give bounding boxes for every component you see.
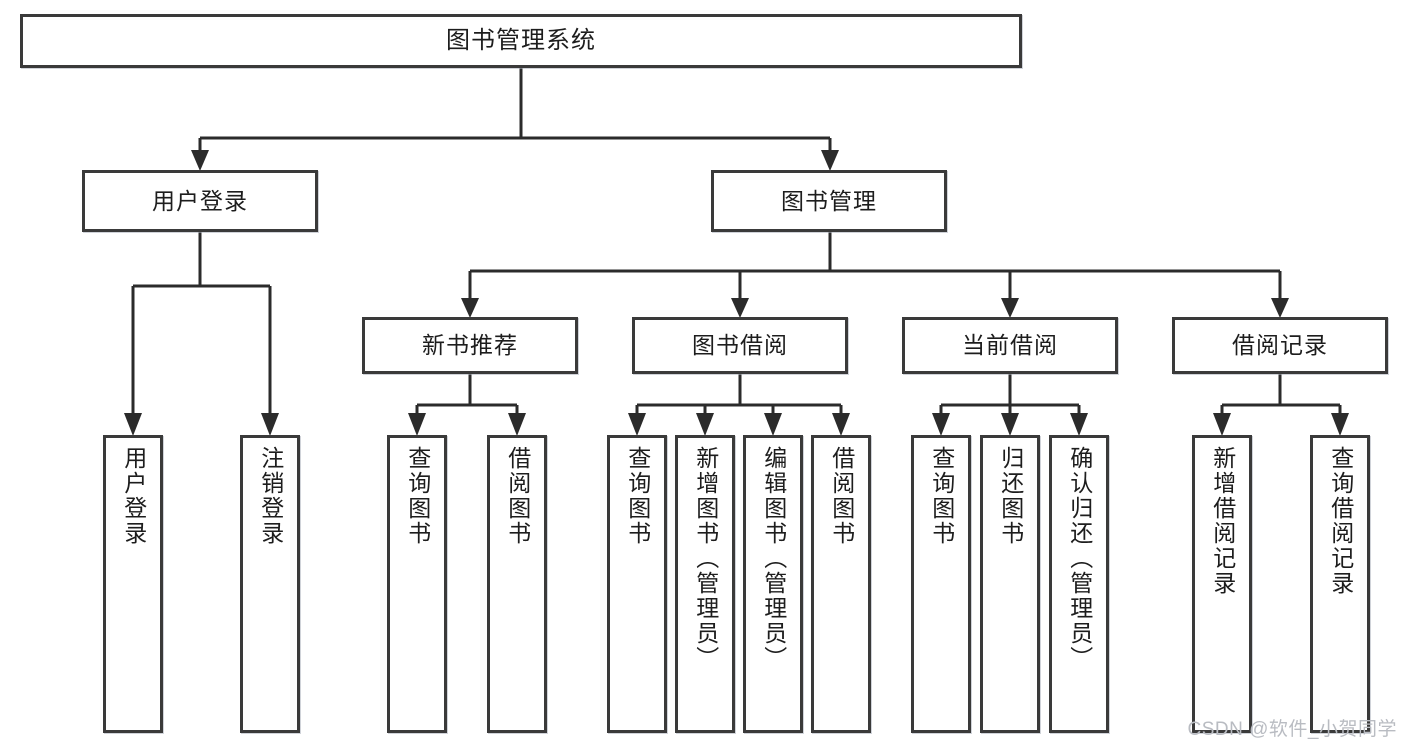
leaf-user-login[interactable]: 用户登录 — [103, 435, 163, 733]
arrow-book-borrow — [731, 298, 749, 318]
arrow-borrow-leaf2 — [696, 413, 714, 436]
arrow-current-leaf3 — [1070, 413, 1088, 436]
node-label: 当前借阅 — [962, 332, 1058, 359]
leaf-confirm-return-admin[interactable]: 确认归还（管理员） — [1049, 435, 1109, 733]
arrow-borrow-leaf1 — [628, 413, 646, 436]
arrow-borrow-leaf3 — [764, 413, 782, 436]
arrow-new-leaf1 — [408, 413, 426, 436]
leaf-logout[interactable]: 注销登录 — [240, 435, 300, 733]
node-book-management[interactable]: 图书管理 — [711, 170, 947, 232]
arrow-leaf-user-login — [124, 413, 142, 436]
leaf-edit-book-admin[interactable]: 编辑图书（管理员） — [743, 435, 803, 733]
node-user-login[interactable]: 用户登录 — [82, 170, 318, 232]
node-label: 编辑图书（管理员） — [760, 446, 787, 671]
node-label: 用户登录 — [152, 187, 248, 214]
node-label: 图书管理 — [781, 187, 877, 214]
arrow-current-borrow — [1001, 298, 1019, 318]
leaf-return-book[interactable]: 归还图书 — [980, 435, 1040, 733]
leaf-query-book-current[interactable]: 查询图书 — [911, 435, 971, 733]
arrow-borrow-leaf4 — [832, 413, 850, 436]
leaf-borrow-book[interactable]: 借阅图书 — [811, 435, 871, 733]
node-label: 查询借阅记录 — [1327, 446, 1354, 596]
arrow-current-leaf1 — [932, 413, 950, 436]
leaf-query-borrow-record[interactable]: 查询借阅记录 — [1310, 435, 1370, 733]
node-label: 借阅图书 — [504, 446, 531, 546]
arrow-book-manage — [821, 150, 839, 171]
node-label: 新增借阅记录 — [1209, 446, 1236, 596]
node-label: 图书管理系统 — [446, 27, 596, 55]
node-label: 借阅图书 — [828, 446, 855, 546]
arrow-new-book — [461, 298, 479, 318]
node-label: 用户登录 — [120, 446, 147, 546]
leaf-add-borrow-record[interactable]: 新增借阅记录 — [1192, 435, 1252, 733]
leaf-borrow-book-new[interactable]: 借阅图书 — [487, 435, 547, 733]
leaf-query-book-borrow[interactable]: 查询图书 — [607, 435, 667, 733]
arrow-record-leaf1 — [1213, 413, 1231, 436]
node-label: 归还图书 — [997, 446, 1024, 546]
node-label: 查询图书 — [928, 446, 955, 546]
node-borrow-record[interactable]: 借阅记录 — [1172, 317, 1388, 374]
node-label: 确认归还（管理员） — [1066, 446, 1093, 671]
node-new-book-recommend[interactable]: 新书推荐 — [362, 317, 578, 374]
arrow-current-leaf2 — [1001, 413, 1019, 436]
arrow-leaf-logout — [261, 413, 279, 436]
node-label: 图书借阅 — [692, 332, 788, 359]
node-label: 查询图书 — [624, 446, 651, 546]
leaf-query-book-new[interactable]: 查询图书 — [387, 435, 447, 733]
arrow-record-leaf2 — [1331, 413, 1349, 436]
node-root-library-system[interactable]: 图书管理系统 — [20, 14, 1022, 68]
node-label: 新增图书（管理员） — [692, 446, 719, 671]
arrow-user-login — [191, 150, 209, 171]
leaf-add-book-admin[interactable]: 新增图书（管理员） — [675, 435, 735, 733]
node-label: 注销登录 — [257, 446, 284, 546]
node-book-borrow[interactable]: 图书借阅 — [632, 317, 848, 374]
node-label: 查询图书 — [404, 446, 431, 546]
node-label: 新书推荐 — [422, 332, 518, 359]
node-label: 借阅记录 — [1232, 332, 1328, 359]
arrow-borrow-record — [1271, 298, 1289, 318]
arrow-new-leaf2 — [508, 413, 526, 436]
node-current-borrow[interactable]: 当前借阅 — [902, 317, 1118, 374]
watermark-csdn: CSDN @软件_小贺同学 — [1187, 719, 1397, 740]
